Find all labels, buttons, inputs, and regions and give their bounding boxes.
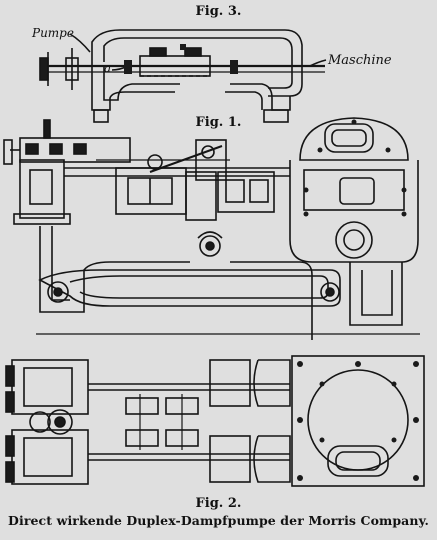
pumpe-label: Pumpe [32,26,74,40]
fig3-caption: Fig. 3. [195,4,242,19]
maschine-label: Maschine [328,53,392,68]
fig1-caption: Fig. 1. [195,115,242,130]
a-label: a [104,61,112,75]
page-title: Direct wirkende Duplex-Dampfpumpe der Mo… [8,513,429,528]
fig2-caption: Fig. 2. [195,496,242,511]
